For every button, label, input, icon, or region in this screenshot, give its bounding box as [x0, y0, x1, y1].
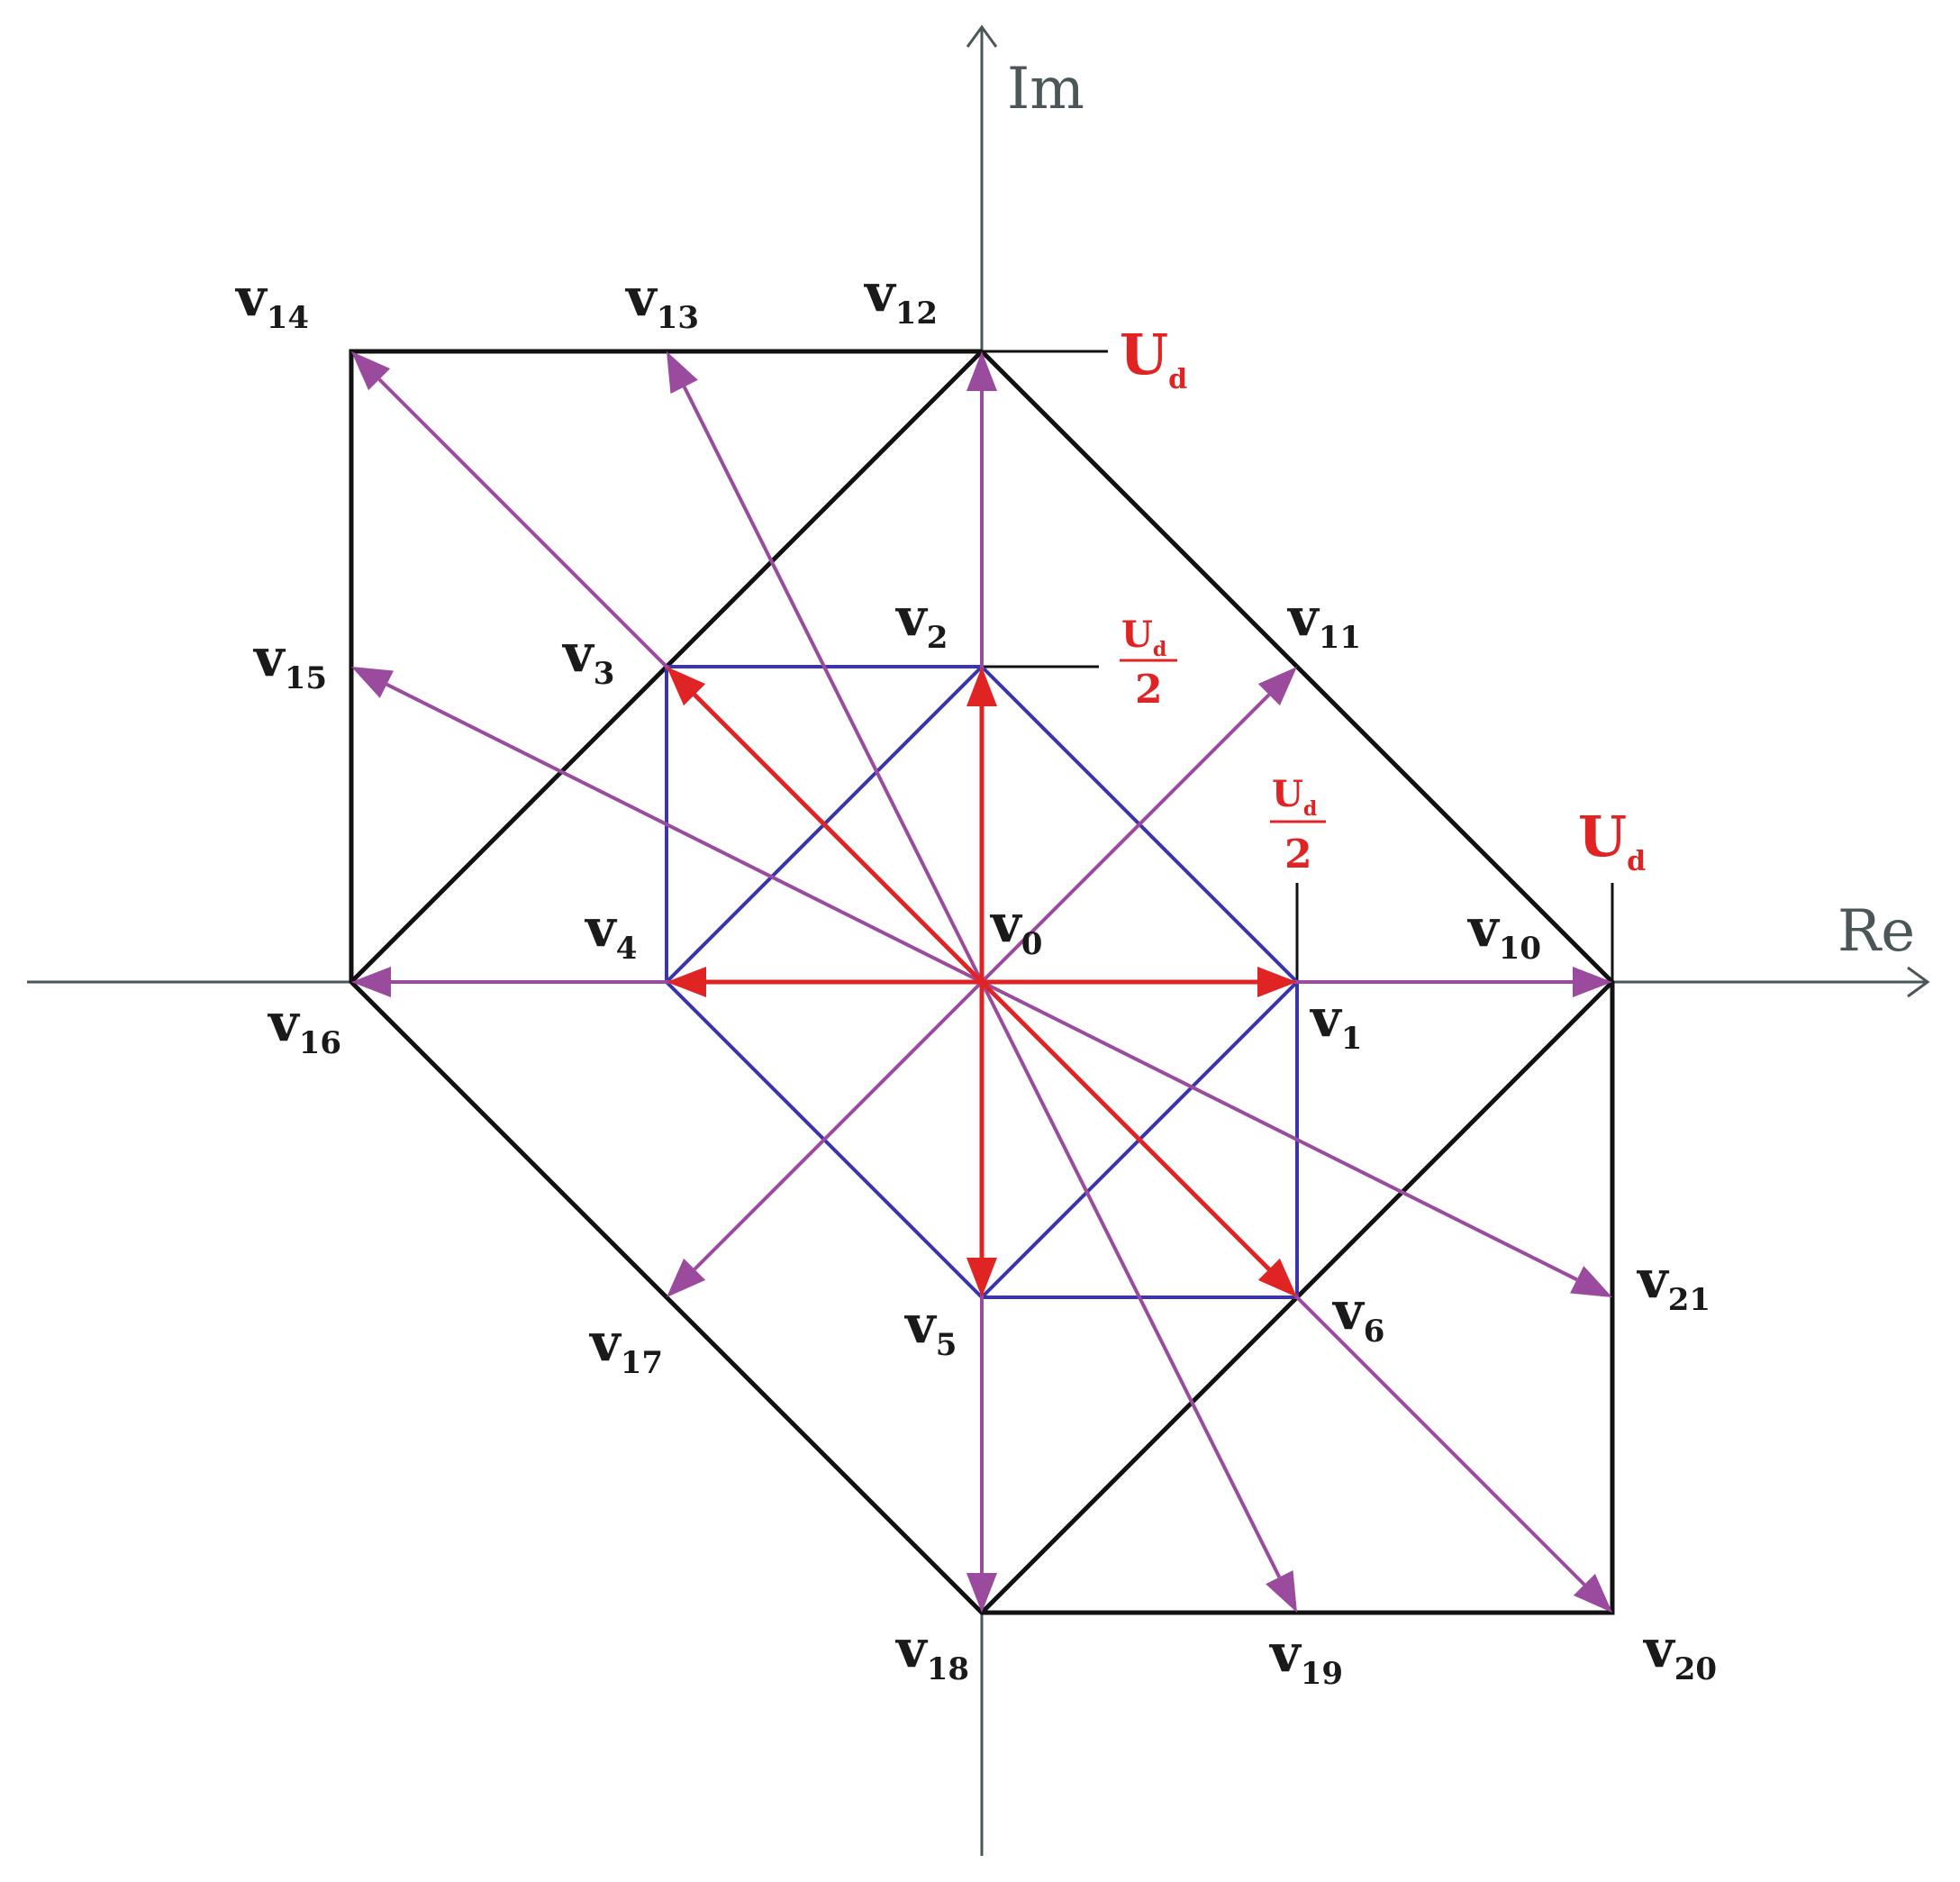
real-axis-label: Re — [1838, 898, 1915, 965]
vector-v13-shaft — [682, 386, 984, 983]
label-v20: v20 — [1642, 1618, 1717, 1687]
label-v2: v2 — [894, 586, 948, 656]
label-v10: v10 — [1466, 897, 1541, 967]
label-v4: v4 — [584, 897, 637, 967]
svg-text:2: 2 — [1135, 667, 1163, 713]
magnitude-labels: Ud Ud Ud 2 Ud 2 — [1120, 322, 1646, 877]
vector-v15-shaft — [386, 682, 983, 984]
label-v17: v17 — [588, 1312, 663, 1381]
label-v13: v13 — [624, 267, 699, 336]
half-ud-label-im: Ud 2 — [1120, 614, 1177, 713]
label-v18: v18 — [894, 1618, 969, 1687]
label-v5: v5 — [903, 1294, 957, 1363]
vector-labels: v0 v1 v2 v3 v4 v5 v6 v10 v11 v12 v13 v14… — [234, 262, 1717, 1692]
vector-v4-arrowhead — [667, 967, 706, 997]
vector-v17-shaft — [693, 980, 984, 1271]
magnitude-ticks — [982, 350, 1614, 982]
label-v14: v14 — [234, 267, 309, 336]
vector-v13-arrowhead — [667, 351, 698, 394]
imag-axis-arrowhead — [966, 24, 998, 48]
label-v15: v15 — [252, 627, 327, 696]
vector-v11-arrowhead — [1257, 667, 1297, 706]
label-v1: v1 — [1309, 987, 1362, 1057]
vector-v2-arrowhead — [966, 667, 997, 706]
ud-label-im: Ud — [1120, 322, 1187, 395]
vector-v16-arrowhead — [351, 967, 391, 997]
svg-text:Ud: Ud — [1121, 614, 1166, 661]
vector-v14-arrowhead — [351, 351, 391, 391]
label-v0: v0 — [989, 893, 1042, 962]
vector-v11-shaft — [980, 693, 1271, 984]
imag-axis-label: Im — [1007, 56, 1084, 123]
vector-v12-arrowhead — [966, 351, 997, 391]
label-v11: v11 — [1286, 586, 1361, 656]
label-v19: v19 — [1268, 1623, 1343, 1692]
label-v3: v3 — [561, 623, 614, 692]
vector-v19-arrowhead — [1266, 1570, 1297, 1613]
label-v12: v12 — [863, 262, 938, 332]
label-v21: v21 — [1636, 1249, 1710, 1318]
vector-v1-arrowhead — [1257, 967, 1297, 997]
vector-v21-shaft — [981, 980, 1578, 1282]
svg-text:Ud: Ud — [1272, 773, 1317, 821]
vector-v18-arrowhead — [966, 1573, 997, 1613]
vector-arrows — [351, 351, 1612, 1613]
vector-v6-shaft — [980, 980, 1271, 1271]
svg-text:2: 2 — [1284, 832, 1312, 877]
vector-v17-arrowhead — [667, 1258, 706, 1297]
ud-label-re: Ud — [1578, 804, 1646, 877]
vector-v3-arrowhead — [667, 667, 706, 706]
vector-v15-arrowhead — [351, 667, 394, 698]
vector-v20-arrowhead — [1573, 1573, 1612, 1613]
vector-v5-arrowhead — [966, 1258, 997, 1297]
label-v6: v6 — [1331, 1280, 1384, 1350]
vector-v3-shaft — [693, 693, 984, 984]
vector-v21-arrowhead — [1570, 1266, 1612, 1297]
vector-v19-shaft — [980, 981, 1282, 1578]
half-ud-label-re: Ud 2 — [1270, 773, 1326, 877]
label-v16: v16 — [267, 992, 341, 1061]
real-axis-arrowhead — [1907, 966, 1930, 998]
vector-v10-arrowhead — [1573, 967, 1612, 997]
vector-v6-arrowhead — [1257, 1258, 1297, 1297]
